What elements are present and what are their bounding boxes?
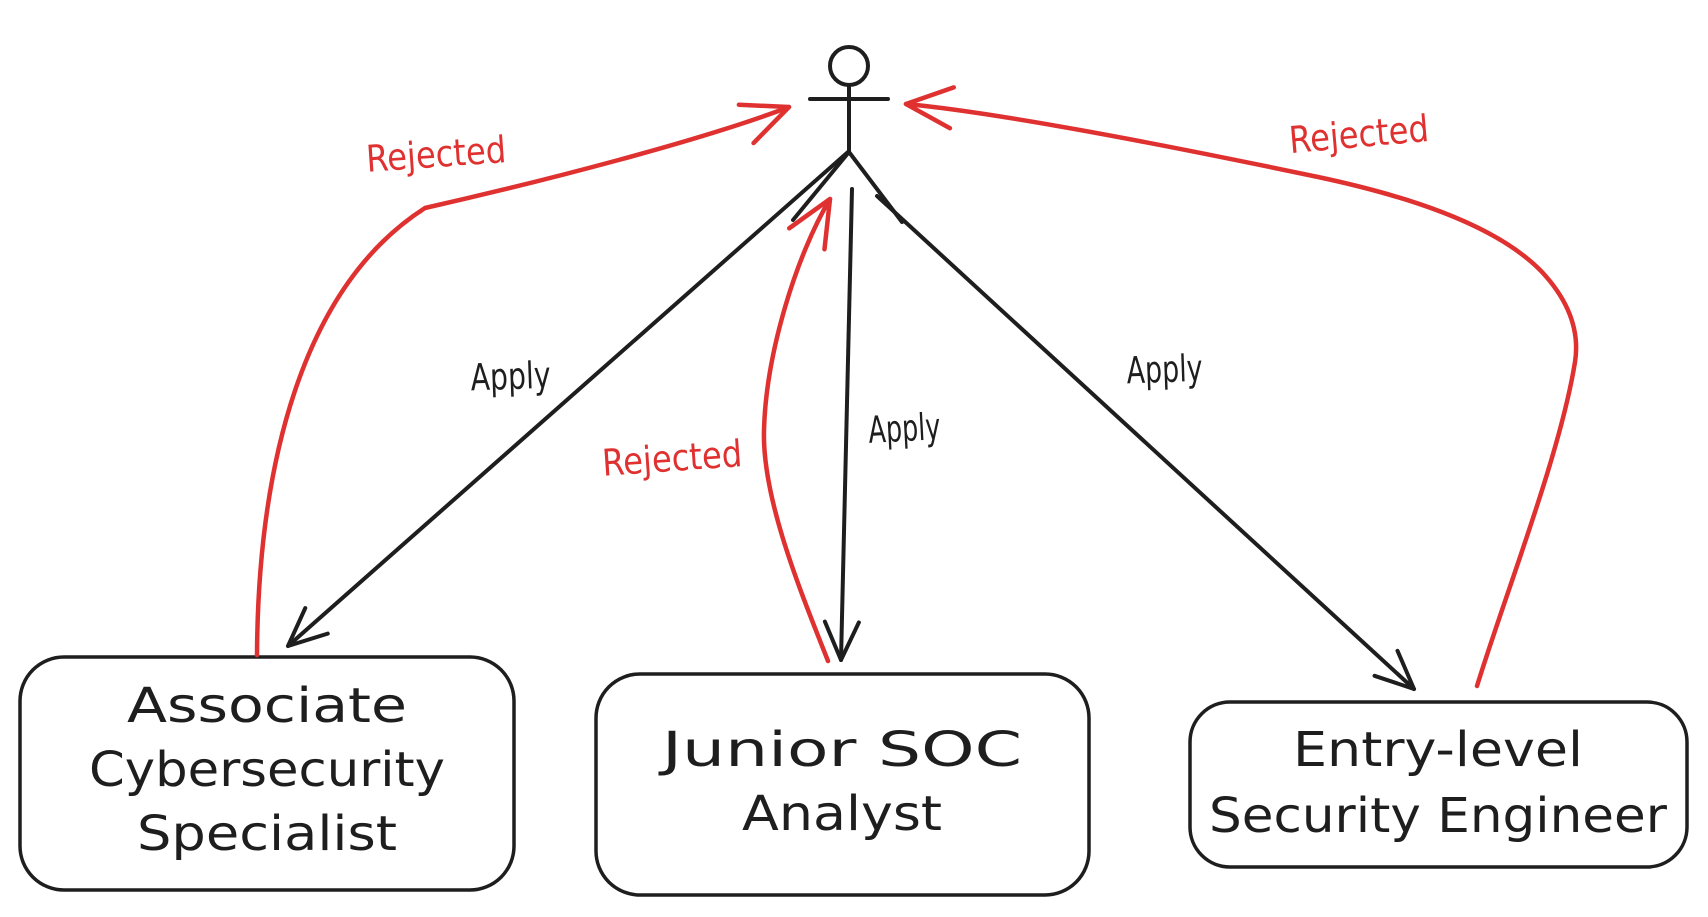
rejected-arrow-from-entry-level-engineer — [903, 85, 1579, 689]
box-label-line: Cybersecurity — [89, 742, 445, 798]
rejected-arrow-from-associate-specialist — [254, 102, 792, 658]
rejected-labels: Rejected Rejected Rejected — [365, 107, 1431, 485]
apply-arrows — [286, 150, 1416, 691]
apply-label-middle: Apply — [867, 405, 941, 452]
stick-figure-person-icon — [791, 45, 904, 224]
rejected-label-middle: Rejected — [601, 432, 744, 485]
apply-arrow-to-junior-soc-analyst — [822, 187, 861, 662]
apply-label-left: Apply — [470, 354, 551, 400]
box-label-line: Entry-level — [1293, 722, 1583, 778]
apply-arrow-to-associate-specialist — [286, 150, 850, 648]
rejected-label-right: Rejected — [1287, 107, 1430, 162]
box-label-line: Specialist — [137, 806, 397, 862]
box-label-line: Analyst — [742, 786, 942, 842]
actor-head — [828, 45, 870, 87]
rejected-arrows — [254, 85, 1579, 689]
box-labels: Associate Cybersecurity Specialist Junio… — [89, 678, 1667, 862]
actor-left-leg — [791, 150, 851, 222]
apply-labels: Apply Apply Apply — [470, 347, 1203, 452]
ink-layer — [286, 45, 1416, 691]
rejected-arrow-from-junior-soc-analyst — [761, 196, 833, 664]
box-label-line: Associate — [127, 678, 407, 734]
rejected-label-left: Rejected — [365, 128, 508, 181]
box-label-line: Security Engineer — [1209, 788, 1667, 844]
apply-arrow-to-entry-level-engineer — [875, 194, 1416, 691]
job-boxes — [18, 655, 1689, 897]
box-entry-level-security-engineer — [1188, 700, 1689, 869]
box-junior-soc-analyst — [594, 672, 1091, 897]
box-associate-cybersecurity-specialist — [18, 655, 516, 892]
box-label-line: Junior SOC — [658, 722, 1022, 778]
apply-label-right: Apply — [1126, 347, 1203, 393]
